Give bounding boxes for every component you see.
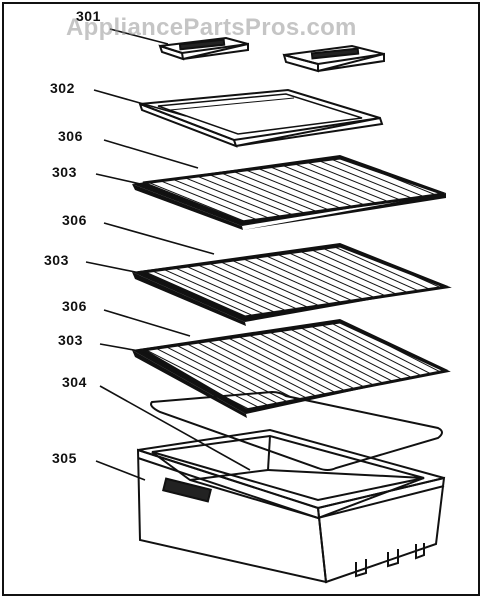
part-301-right-tray [282, 44, 385, 73]
label-306-middle: 306 [62, 212, 87, 228]
label-301: 301 [76, 8, 101, 24]
label-303-lower: 303 [58, 332, 83, 348]
part-301-left-tray [158, 36, 249, 61]
diagram-frame [2, 2, 480, 596]
part-302-crisper-cover [138, 88, 384, 148]
label-306-lower: 306 [62, 298, 87, 314]
part-304-liner [150, 390, 443, 471]
label-306-upper: 306 [58, 128, 83, 144]
leader-lines [85, 28, 251, 481]
label-303-middle: 303 [44, 252, 69, 268]
part-305-crisper-drawer [136, 428, 446, 584]
label-305: 305 [52, 450, 77, 466]
label-304: 304 [62, 374, 87, 390]
label-302: 302 [50, 80, 75, 96]
watermark-text: AppliancePartsPros.com [66, 14, 357, 41]
label-303-upper: 303 [52, 164, 77, 180]
